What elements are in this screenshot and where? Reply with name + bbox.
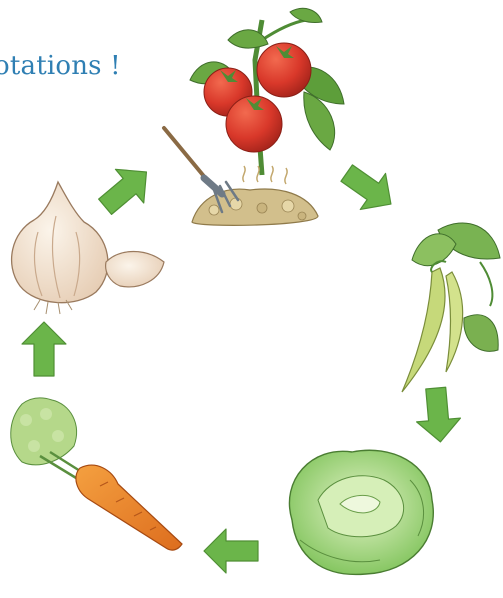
garlic-icon [12,182,164,314]
cycle-arrow-5 [91,155,161,223]
cycle-arrow-3 [204,529,258,573]
cycle-arrow-1 [334,155,403,222]
cycle-arrow-2 [414,386,463,444]
carrot-icon [11,398,182,550]
tomato-plant-icon [190,8,344,175]
green-beans-icon [402,223,500,392]
lettuce-icon [289,450,433,574]
cycle-arrow-4 [22,322,66,376]
